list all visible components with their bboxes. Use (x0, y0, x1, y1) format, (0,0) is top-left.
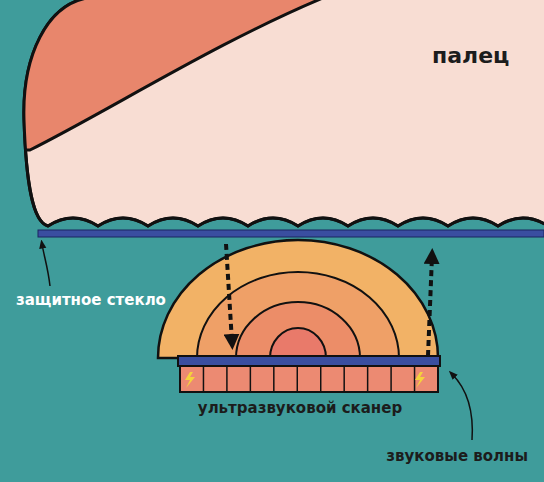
leader-line (452, 374, 472, 440)
scanner-label: ультразвуковой сканер (198, 400, 402, 417)
scanner-cell (367, 366, 369, 392)
ultrasonic-scanner (178, 356, 440, 392)
scanner-cell (273, 366, 275, 392)
leader-line (42, 244, 50, 286)
scanner-cell (320, 366, 322, 392)
reflected-wave-arrow (428, 256, 432, 356)
waves-label: звуковые волны (386, 448, 528, 465)
scanner-cell (343, 366, 345, 392)
scanner-cell (414, 366, 416, 392)
scanner-cell (297, 366, 299, 392)
finger-label: палец (432, 44, 509, 68)
finger (0, 0, 544, 226)
glass-label: защитное стекло (16, 292, 166, 309)
sound-waves (158, 240, 438, 358)
scanner-cell (226, 366, 228, 392)
scanner-cell (390, 366, 392, 392)
scanner-cell (203, 366, 205, 392)
protective-glass (38, 230, 544, 237)
scanner-cell (250, 366, 252, 392)
finger-outline (24, 0, 544, 226)
emitted-wave-arrow (226, 244, 232, 342)
